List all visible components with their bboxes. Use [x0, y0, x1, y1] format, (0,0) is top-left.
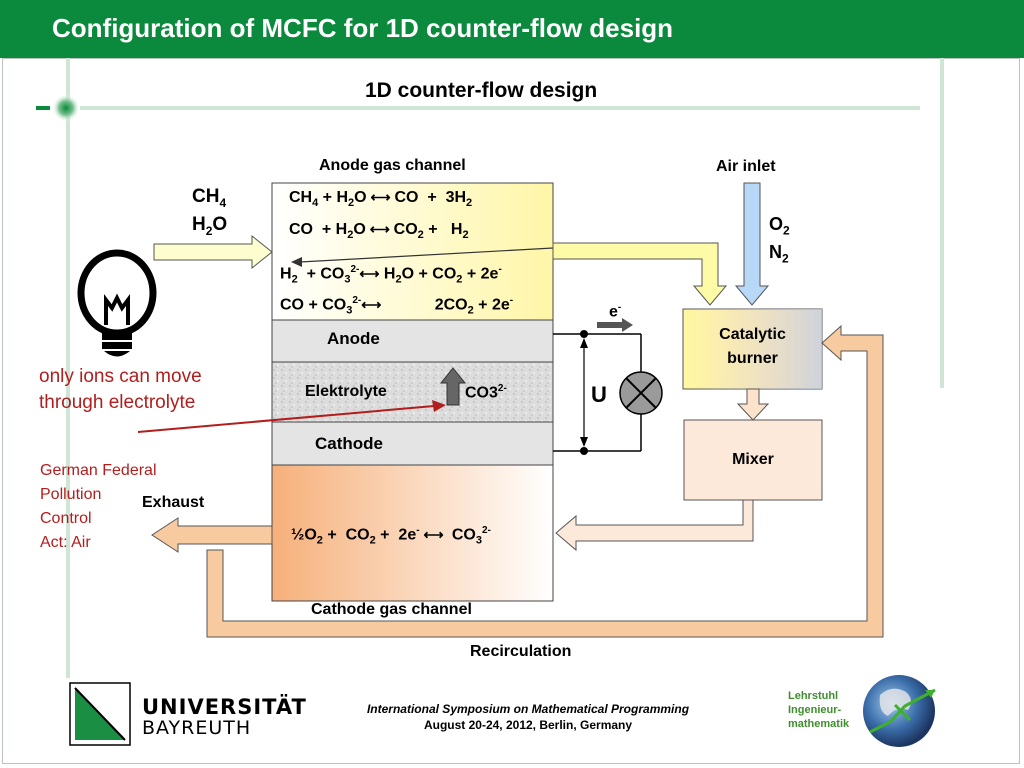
reaction-anode-co: CO + CO32-⟷ 2CO2 + 2e- — [280, 295, 514, 317]
electron-arrow-icon — [597, 318, 633, 332]
electric-circuit — [553, 330, 642, 455]
earth-logo-icon — [863, 675, 936, 747]
chair-line3: mathematik — [788, 718, 850, 730]
anode-exhaust-arrow — [552, 242, 728, 306]
reaction-steam-reforming: CH4 + H2O ⟷ CO + 3H2 — [289, 189, 473, 210]
mixer-to-cathode-arrow — [555, 499, 754, 552]
anode-gas-channel-label: Anode gas channel — [319, 157, 466, 174]
conference-line2: August 20-24, 2012, Berlin, Germany — [423, 718, 633, 732]
recirculation-label: Recirculation — [470, 643, 572, 660]
oxygen-label: O2 — [769, 214, 790, 238]
cathode-layer — [271, 421, 554, 466]
lightbulb-icon — [77, 249, 157, 357]
voltage-label: U — [591, 382, 607, 407]
burner-label-line1: Catalytic — [719, 326, 786, 343]
exhaust-label: Exhaust — [142, 494, 205, 511]
cathode-gas-channel-label: Cathode gas channel — [311, 601, 472, 618]
note-pointer-line — [137, 405, 435, 433]
cathode-label: Cathode — [315, 434, 383, 453]
law-note-line4: Act: Air — [40, 534, 91, 551]
decor-lines — [36, 58, 944, 678]
anode-flow-line — [299, 247, 554, 263]
burner-to-mixer-arrow — [736, 388, 770, 421]
chair-line1: Lehrstuhl — [788, 690, 839, 702]
cathode-gas-channel — [271, 464, 554, 602]
reaction-water-gas-shift: CO + H2O ⟷ CO2 + H2 — [289, 221, 469, 242]
nitrogen-label: N2 — [769, 242, 789, 266]
air-inlet-label: Air inlet — [716, 158, 776, 175]
burner-label-line2: burner — [727, 350, 778, 367]
recirculation-arrow — [206, 324, 884, 638]
carbonate-ion-label: CO32- — [465, 383, 507, 402]
university-name-line2: BAYREUTH — [142, 717, 252, 739]
mixer-label: Mixer — [732, 451, 774, 468]
slide-title: Configuration of MCFC for 1D counter-flo… — [52, 13, 674, 43]
ions-note-line1: only ions can move — [39, 366, 202, 387]
university-name-line1: UNIVERSITÄT — [142, 695, 307, 719]
law-note-line1: German Federal — [40, 462, 157, 479]
exhaust-arrow — [151, 517, 273, 553]
law-note-line3: Control — [40, 510, 92, 527]
mixer — [683, 419, 823, 501]
university-logo-icon — [69, 682, 131, 746]
anode-layer — [271, 319, 554, 363]
reaction-anode-hydrogen: H2 + CO32-⟷ H2O + CO2 + 2e- — [280, 264, 502, 286]
law-note-line2: Pollution — [40, 486, 102, 503]
ion-up-arrow-icon — [439, 367, 467, 406]
electrolyte-label: Elektrolyte — [305, 383, 387, 400]
diagram-subtitle: 1D counter-flow design — [365, 79, 598, 102]
electrolyte-layer — [271, 361, 554, 423]
reaction-cathode: ½O2 + CO2 + 2e- ⟷ CO32- — [291, 525, 491, 547]
ions-note-line2: through electrolyte — [39, 392, 196, 413]
electron-label: e- — [609, 302, 622, 321]
lamp-icon — [619, 371, 663, 415]
fuel-inlet-methane: CH4 — [192, 186, 227, 210]
title-bar: Configuration of MCFC for 1D counter-flo… — [0, 0, 1024, 58]
air-inlet-arrow — [734, 182, 770, 306]
fuel-inlet-water: H2O — [192, 214, 228, 238]
fuel-inlet-arrow — [153, 234, 273, 270]
anode-flow-arrowhead — [291, 257, 302, 267]
chair-line2: Ingenieur- — [788, 704, 842, 716]
conference-line1: International Symposium on Mathematical … — [366, 702, 690, 716]
slide-frame — [2, 58, 1020, 764]
anode-label: Anode — [327, 329, 380, 348]
